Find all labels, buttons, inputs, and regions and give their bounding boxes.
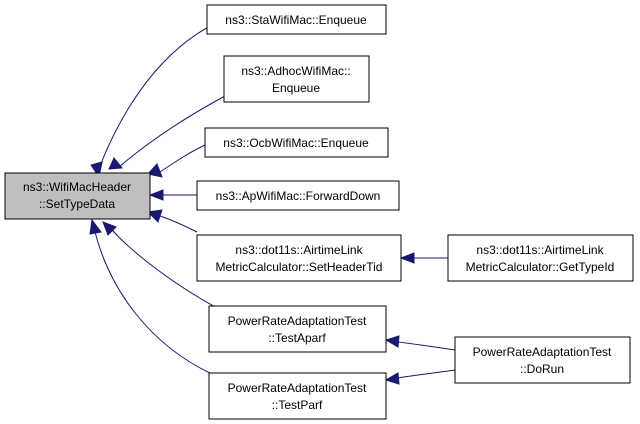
node-label-line: PowerRateAdaptationTest [473, 345, 612, 359]
node-label-line: ::TestParf [272, 398, 323, 412]
node-label-line: PowerRateAdaptationTest [228, 314, 367, 328]
edge-dorun-to-testaparf [384, 335, 456, 351]
node-powerrateadaptationtest-testaparf[interactable]: PowerRateAdaptationTest ::TestAparf [208, 305, 387, 353]
node-airtimelink-gettypeid[interactable]: ns3::dot11s::AirtimeLink MetricCalculato… [447, 234, 634, 282]
edges [89, 19, 456, 385]
node-powerrateadaptationtest-dorun[interactable]: PowerRateAdaptationTest ::DoRun [454, 336, 631, 384]
node-label-line: ns3::WifiMacHeader [23, 180, 131, 194]
edge-gettypeid-to-setheader [399, 252, 448, 264]
node-apwifimac-forwarddown[interactable]: ns3::ApWifiMac::ForwardDown [196, 180, 400, 211]
node-label-line: ns3::StaWifiMac::Enqueue [225, 13, 367, 27]
node-airtimelink-setheadertid[interactable]: ns3::dot11s::AirtimeLink MetricCalculato… [196, 234, 402, 282]
node-label-line: ns3::OcbWifiMac::Enqueue [223, 136, 369, 150]
edge-ocb-enqueue-to-root [147, 144, 206, 178]
node-label-line: MetricCalculator::GetTypeId [466, 260, 615, 274]
node-label-line: Enqueue [272, 81, 320, 95]
node-ocbwifimac-enqueue[interactable]: ns3::OcbWifiMac::Enqueue [204, 127, 389, 158]
node-adhocwifimac-enqueue[interactable]: ns3::AdhocWifiMac:: Enqueue [223, 55, 370, 103]
edge-airtime-setheader-to-root [146, 209, 198, 233]
node-label-line: MetricCalculator::SetHeaderTid [216, 260, 383, 274]
node-stawifimac-enqueue[interactable]: ns3::StaWifiMac::Enqueue [206, 4, 387, 35]
edge-sta-enqueue-to-root [90, 19, 224, 179]
node-label-line: ::DoRun [520, 362, 564, 376]
edge-dorun-to-testparf [384, 369, 456, 385]
edge-testaparf-to-root [102, 221, 218, 309]
node-wifimacheader-settypedata[interactable]: ns3::WifiMacHeader ::SetTypeData [4, 172, 151, 220]
node-label-line: ns3::AdhocWifiMac:: [241, 64, 350, 78]
edge-testparf-to-root [89, 218, 213, 375]
node-powerrateadaptationtest-testparf[interactable]: PowerRateAdaptationTest ::TestParf [208, 372, 387, 420]
node-label-line: ns3::dot11s::AirtimeLink [476, 243, 604, 257]
node-label-line: ns3::ApWifiMac::ForwardDown [216, 189, 381, 203]
node-label-line: ns3::dot11s::AirtimeLink [235, 243, 363, 257]
node-label-line: PowerRateAdaptationTest [228, 381, 367, 395]
node-label-line: ::TestAparf [268, 331, 326, 345]
edge-ap-forward-to-root [148, 189, 197, 201]
edge-adhoc-enqueue-to-root [108, 95, 226, 170]
node-label-line: ::SetTypeData [39, 197, 115, 211]
